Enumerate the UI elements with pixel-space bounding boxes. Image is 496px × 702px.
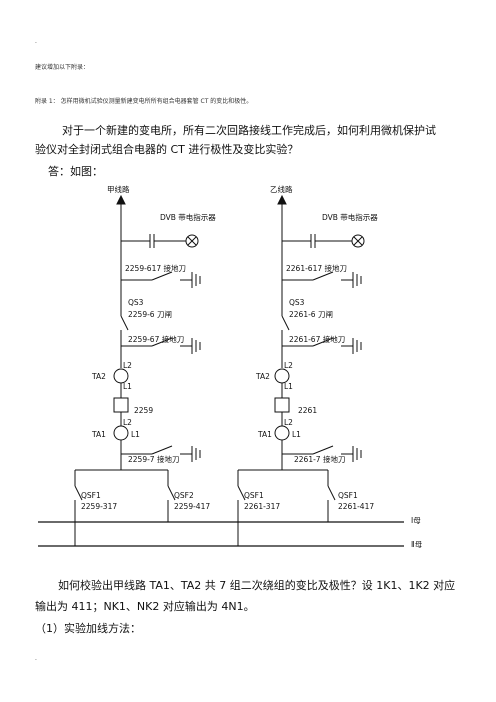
left-indicator-label: DVB 带电指示器 <box>160 213 216 222</box>
right-ground1-label: 2261-617 接地刀 <box>286 264 347 273</box>
bottom-line-1: 如何校验出甲线路 TA1、TA2 共 7 组二次绕组的变比及极性？设 1K1、1… <box>58 579 456 592</box>
right-l2-top: L2 <box>284 361 293 370</box>
left-ground3-label: 2259-7 接地刀 <box>128 455 180 464</box>
left-indicator-lamp-icon <box>185 234 199 248</box>
corner-mark-bottom: . <box>35 655 37 662</box>
right-qsf1-num: 2261-317 <box>244 502 281 511</box>
right-ta2-label: TA2 <box>256 372 270 381</box>
right-l1-bot: L1 <box>292 430 301 439</box>
left-ta1-label: TA1 <box>92 430 106 439</box>
left-switch-name: QS3 <box>128 298 144 307</box>
left-switch-sub: 2259-6 刀闸 <box>128 310 172 319</box>
right-ta1-icon <box>274 425 290 441</box>
left-line-name: 甲线路 <box>107 185 130 194</box>
right-breaker-icon <box>274 397 290 413</box>
right-ground3-label: 2261-7 接地刀 <box>294 455 346 464</box>
right-ta1-label: TA1 <box>258 430 272 439</box>
left-l2-bot: L2 <box>123 418 132 427</box>
left-qsf1-num: 2259-317 <box>81 502 118 511</box>
right-breaker-label: 2261 <box>298 406 318 415</box>
left-l2-top: L2 <box>123 361 132 370</box>
left-arrow-icon <box>116 194 126 205</box>
right-l1-top: L1 <box>284 382 293 391</box>
question-line-1: 对于一个新建的变电所，所有二次回路接线工作完成后，如何利用微机保护试 <box>62 124 436 137</box>
right-qsf2-num: 2261-417 <box>338 502 375 511</box>
bus-1-label: Ⅰ母 <box>411 516 421 525</box>
left-breaker-label: 2259 <box>134 406 154 415</box>
corner-mark-top: . <box>35 38 37 45</box>
left-breaker-icon <box>113 397 129 413</box>
right-switch-name: QS3 <box>289 298 305 307</box>
bus-2-label: Ⅱ母 <box>411 540 423 549</box>
left-ta2-label: TA2 <box>92 372 106 381</box>
appendix-note: 附录 1： 怎样用微机试验仪测量新建变电所所有组合电器套管 CT 的变比和极性。 <box>35 98 253 105</box>
left-qsf2-label: QSF2 <box>174 491 194 500</box>
left-qsf1-label: QSF1 <box>81 491 101 500</box>
right-indicator-lamp-icon <box>351 234 365 248</box>
right-l2-bot: L2 <box>284 418 293 427</box>
left-ground2-label: 2259-67 接地刀 <box>128 335 185 344</box>
right-ground2-label: 2261-67 接地刀 <box>289 335 346 344</box>
right-arrow-icon <box>277 194 287 205</box>
bottom-line-2: 输出为 411；NK1、NK2 对应输出为 4N1。 <box>35 600 255 613</box>
left-qsf2-num: 2259-417 <box>174 502 211 511</box>
right-indicator-label: DVB 带电指示器 <box>322 213 378 222</box>
right-line-name: 乙线路 <box>270 185 293 194</box>
left-l1-bot: L1 <box>131 430 140 439</box>
right-qsf1-label: QSF1 <box>244 491 264 500</box>
suggest-note: 建议增加以下附录： <box>35 64 90 71</box>
bottom-line-3: （1）实验加线方法： <box>35 622 141 635</box>
left-ground1-label: 2259-617 接地刀 <box>125 264 186 273</box>
right-switch-sub: 2261-6 刀闸 <box>289 310 333 319</box>
left-ta1-icon <box>113 425 129 441</box>
right-qsf2-label: QSF1 <box>338 491 358 500</box>
question-line-2: 验仪对全封闭式组合电器的 CT 进行极性及变比实验？ <box>35 143 299 156</box>
left-l1-top: L1 <box>123 382 132 391</box>
left-ta2-icon <box>113 368 129 384</box>
answer-label: 答：如图： <box>48 165 103 178</box>
right-ta2-icon <box>274 368 290 384</box>
